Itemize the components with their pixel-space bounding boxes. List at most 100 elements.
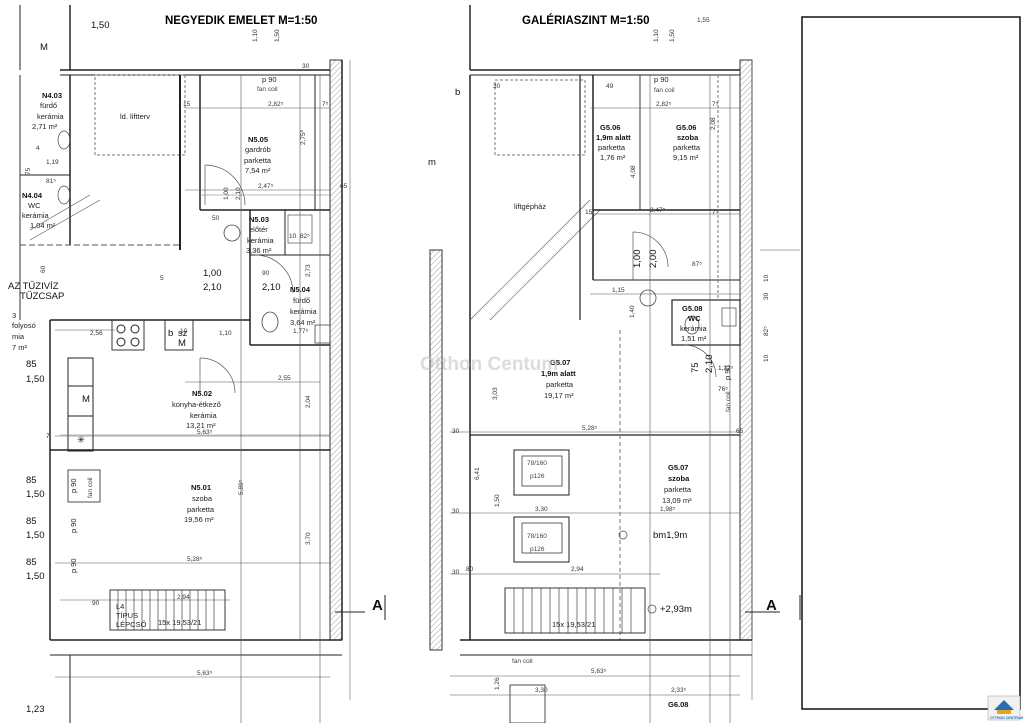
svg-text:5,89⁵: 5,89⁵ bbox=[238, 479, 245, 495]
section-marker-left: A bbox=[372, 597, 383, 614]
svg-text:5: 5 bbox=[160, 275, 164, 282]
svg-text:90: 90 bbox=[262, 270, 270, 277]
svg-text:1,50: 1,50 bbox=[26, 530, 45, 541]
svg-text:2,73: 2,73 bbox=[305, 264, 312, 277]
corner-dim-top: 1,50 bbox=[91, 20, 110, 31]
fan-coil-room-p90: p 90 bbox=[69, 478, 78, 493]
skylight-1-height: p126 bbox=[530, 473, 545, 480]
room-n4-04-floor: kerámia bbox=[22, 211, 50, 220]
stair-label-1: L4 bbox=[116, 602, 124, 611]
section-marker-middle: A bbox=[766, 597, 777, 614]
svg-text:1,00: 1,00 bbox=[632, 250, 643, 269]
svg-text:2,82⁵: 2,82⁵ bbox=[656, 101, 672, 108]
room-g5-06a-floor: parketta bbox=[598, 143, 626, 152]
svg-text:85: 85 bbox=[26, 516, 37, 527]
svg-text:2,47⁵: 2,47⁵ bbox=[258, 183, 274, 190]
room-n5-01-id: N5.01 bbox=[191, 483, 211, 492]
room-n5-05-name: gardrób bbox=[245, 145, 271, 154]
room-g5-07b-name: szoba bbox=[668, 474, 690, 483]
svg-text:2,47⁵: 2,47⁵ bbox=[650, 207, 666, 214]
svg-text:5,63⁵: 5,63⁵ bbox=[591, 668, 607, 675]
room-n5-02-name: konyha-étkező bbox=[172, 400, 221, 409]
fan-coil-top-left: p 90 bbox=[262, 75, 277, 84]
left-plan bbox=[19, 5, 386, 723]
shaft-m-letter: M bbox=[178, 338, 186, 349]
corridor-floor: mia bbox=[12, 332, 25, 341]
room-n5-05-floor: parketta bbox=[244, 156, 272, 165]
mid-fan-coil-label: fan coil bbox=[654, 87, 675, 94]
svg-text:30: 30 bbox=[452, 508, 460, 515]
svg-text:4: 4 bbox=[36, 145, 40, 152]
room-n4-03-area: 2,71 m² bbox=[32, 122, 58, 131]
svg-text:7⁵: 7⁵ bbox=[712, 209, 719, 216]
svg-text:1,19: 1,19 bbox=[46, 159, 59, 166]
room-g5-08-name: WC bbox=[688, 314, 701, 323]
shaft-sz-letter: sz bbox=[178, 328, 188, 339]
room-g5-08-floor: kerámia bbox=[680, 324, 708, 333]
svg-text:1,77⁵: 1,77⁵ bbox=[293, 328, 309, 335]
svg-text:5,28⁵: 5,28⁵ bbox=[582, 425, 598, 432]
svg-text:82⁵: 82⁵ bbox=[763, 326, 770, 336]
corridor-label: folyosó bbox=[12, 321, 36, 330]
svg-text:2,10: 2,10 bbox=[203, 282, 222, 293]
svg-text:81⁵: 81⁵ bbox=[46, 178, 56, 185]
fan-coil-room-label: fan coil bbox=[87, 477, 94, 498]
svg-text:85: 85 bbox=[26, 359, 37, 370]
svg-text:2,10: 2,10 bbox=[235, 187, 242, 200]
svg-text:2,56: 2,56 bbox=[90, 330, 103, 337]
svg-text:30: 30 bbox=[302, 63, 310, 70]
middle-room-labels: G5.06 1,9m alatt parketta 1,76 m² G5.06 … bbox=[428, 75, 777, 709]
svg-text:2,94: 2,94 bbox=[177, 594, 190, 601]
room-n4-04-area: 1,04 m² bbox=[30, 221, 56, 230]
svg-text:82⁵: 82⁵ bbox=[300, 233, 310, 240]
logo-text: OTTHON CENTRUM bbox=[990, 716, 1023, 720]
svg-text:75: 75 bbox=[690, 362, 701, 373]
extractor-fan-icon: ✳ bbox=[77, 435, 85, 446]
room-g5-07a-id: G5.07 bbox=[550, 358, 570, 367]
room-n5-03-name: előtér bbox=[249, 225, 268, 234]
room-g5-06b-id: G5.06 bbox=[676, 123, 696, 132]
room-g5-07b-area: 13,09 m² bbox=[662, 496, 692, 505]
corner-dim-bottom: 1,23 bbox=[26, 704, 45, 715]
room-n5-04-area: 3,64 m² bbox=[290, 318, 316, 327]
room-n4-04-name: WC bbox=[28, 201, 41, 210]
room-g6-08-id: G6.08 bbox=[668, 700, 688, 709]
svg-text:85: 85 bbox=[26, 557, 37, 568]
svg-text:75: 75 bbox=[25, 167, 32, 175]
room-n4-04-id: N4.04 bbox=[22, 191, 43, 200]
svg-text:2,00: 2,00 bbox=[648, 250, 659, 269]
mid-shaft-b-letter: b bbox=[455, 87, 460, 98]
corridor-area: 7 m² bbox=[12, 343, 28, 352]
room-g5-06b-name: szoba bbox=[677, 133, 699, 142]
svg-text:76⁵: 76⁵ bbox=[718, 386, 728, 393]
mid-stair-spec: 15x 19,53/21 bbox=[552, 620, 595, 629]
room-g5-07b-floor: parketta bbox=[664, 485, 692, 494]
room-g5-06b-area: 9,15 m² bbox=[673, 153, 699, 162]
svg-text:3,30: 3,30 bbox=[535, 506, 548, 513]
left-plan-title: NEGYEDIK EMELET M=1:50 bbox=[165, 15, 317, 27]
mid-fan-coil-side-p90: p 90 bbox=[723, 365, 732, 380]
svg-text:30: 30 bbox=[763, 292, 770, 300]
mid-fan-coil-side: fan coil bbox=[725, 391, 732, 412]
watermark: Otthon Centum bbox=[420, 354, 558, 375]
left-room-labels: N4.03 fürdő kerámia 2,71 m² N4.04 WC ker… bbox=[8, 20, 383, 715]
room-n5-04-name: fürdő bbox=[293, 296, 310, 305]
room-n5-02-floor: kerámia bbox=[190, 411, 218, 420]
svg-text:1,50: 1,50 bbox=[669, 29, 676, 42]
fire-hydrant-label-2: TŰZCSAP bbox=[20, 291, 64, 302]
corridor-number: 3 bbox=[12, 311, 16, 320]
room-n4-03-id: N4.03 bbox=[42, 91, 62, 100]
room-n5-03-id: N5.03 bbox=[249, 215, 269, 224]
title-block-frame bbox=[801, 16, 1021, 710]
room-n5-03-floor: kerámia bbox=[247, 236, 275, 245]
svg-text:85: 85 bbox=[26, 475, 37, 486]
room-n4-03-floor: kerámia bbox=[37, 112, 65, 121]
svg-text:49: 49 bbox=[606, 83, 614, 90]
room-g5-07a-name: 1,9m alatt bbox=[541, 369, 576, 378]
lift-machine-room: liftgépház bbox=[514, 202, 546, 211]
svg-text:1,26: 1,26 bbox=[494, 677, 501, 690]
svg-text:3,03: 3,03 bbox=[492, 387, 499, 400]
fire-hydrant-label-1: AZ TŰZIVÍZ bbox=[8, 281, 59, 292]
fan-coil-room-p90-3: p 90 bbox=[69, 558, 78, 573]
